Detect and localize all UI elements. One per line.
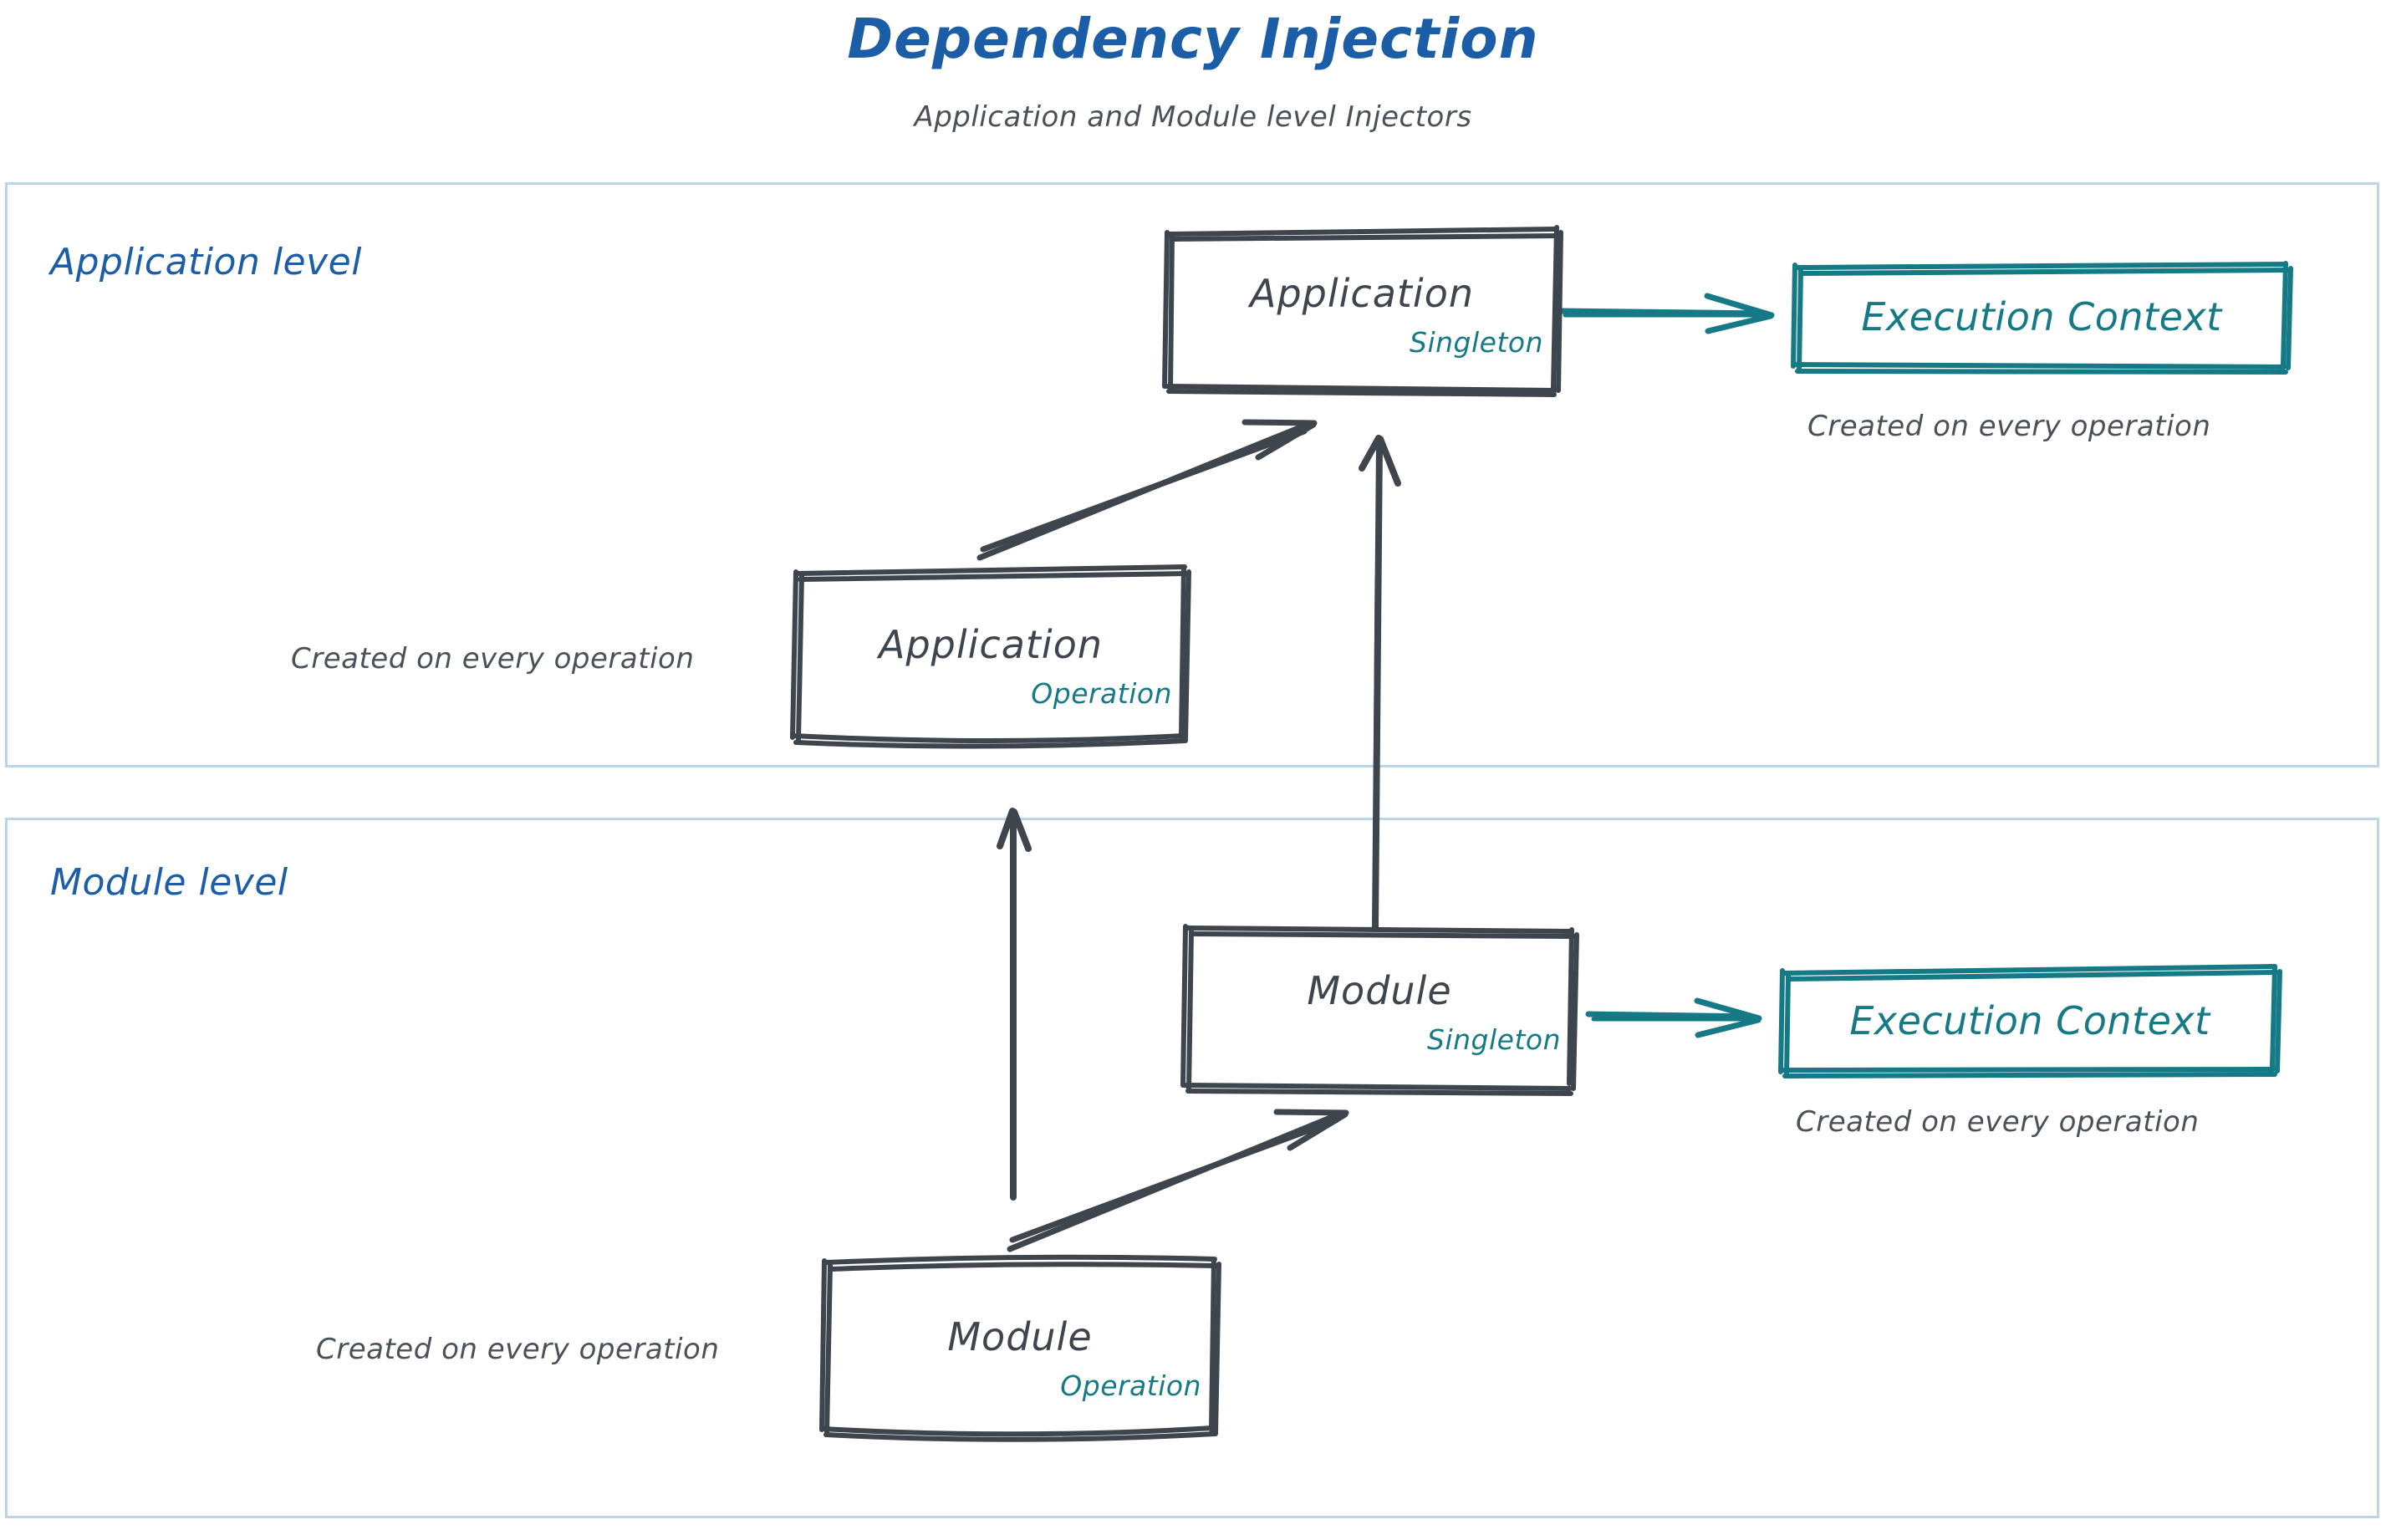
module-level-container: [5, 818, 2379, 1518]
module-operation-caption: Created on every operation: [316, 1333, 720, 1366]
application-level-label: Application level: [50, 241, 362, 283]
node-module-singleton[interactable]: Module Singleton: [1180, 924, 1579, 1096]
node-scope-tag: Singleton: [1427, 1023, 1561, 1056]
execution-context-application[interactable]: Execution Context: [1791, 261, 2293, 375]
node-scope-tag: Singleton: [1410, 326, 1543, 359]
execution-context-application-caption: Created on every operation: [1807, 410, 2211, 443]
page-subtitle: Application and Module level Injectors: [914, 100, 1472, 134]
module-level-label: Module level: [50, 861, 288, 904]
execution-context-module-caption: Created on every operation: [1796, 1105, 2200, 1139]
node-title: Module: [1307, 968, 1452, 1013]
execution-context-module[interactable]: Execution Context: [1778, 964, 2282, 1079]
node-title: Module: [947, 1314, 1093, 1359]
execution-context-title: Execution Context: [1849, 998, 2210, 1043]
node-scope-tag: Operation: [1060, 1369, 1201, 1402]
node-title: Application: [878, 622, 1104, 667]
node-scope-tag: Operation: [1031, 677, 1172, 710]
node-application-operation[interactable]: Application Operation: [790, 564, 1191, 749]
node-module-operation[interactable]: Module Operation: [819, 1254, 1221, 1442]
application-level-container: [5, 182, 2379, 767]
application-operation-caption: Created on every operation: [291, 642, 695, 676]
node-title: Application: [1249, 271, 1475, 316]
execution-context-title: Execution Context: [1861, 294, 2222, 339]
node-application-singleton[interactable]: Application Singleton: [1162, 225, 1563, 397]
page-title: Dependency Injection: [847, 7, 1539, 71]
